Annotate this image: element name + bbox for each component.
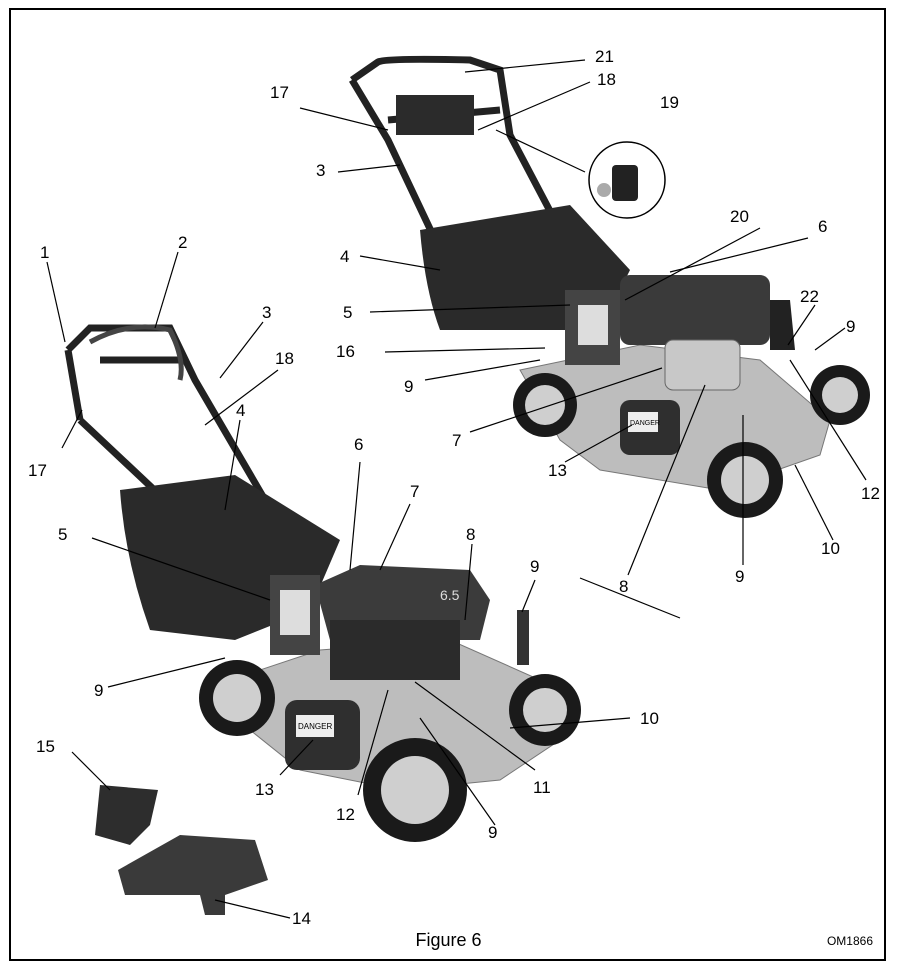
front-mower-engine-block <box>330 620 460 680</box>
rear-mower-engine <box>620 275 770 345</box>
mower-rear-illustration: DANGER <box>352 59 870 518</box>
callout-8: 8 <box>466 525 475 544</box>
callout-9-front-rear-wheel: 9 <box>94 681 103 700</box>
rear-mower-chute <box>770 300 795 350</box>
callout-5: 5 <box>58 525 67 544</box>
callout-17-rear: 17 <box>270 83 289 102</box>
front-mower-instruction-decal <box>280 590 310 635</box>
callout-13: 13 <box>255 780 274 799</box>
front-mower-bail <box>90 327 181 380</box>
callout-13-rear: 13 <box>548 461 567 480</box>
callout-15: 15 <box>36 737 55 756</box>
callout-9: 9 <box>530 557 539 576</box>
callout-22: 22 <box>800 287 819 306</box>
inset-connector <box>496 130 585 172</box>
key-switch-icon <box>612 165 638 201</box>
rear-danger-text: DANGER <box>630 420 660 427</box>
mower-front-illustration: 6.5 DANGER <box>68 327 581 842</box>
mulch-plug-part <box>95 785 158 845</box>
callout-20: 20 <box>730 207 749 226</box>
front-drive-lever <box>517 610 529 665</box>
callout-9-rear-right: 9 <box>846 317 855 336</box>
figure-caption: Figure 6 <box>0 930 897 951</box>
callout-11: 11 <box>533 778 551 797</box>
callout-7: 7 <box>410 482 419 501</box>
callout-16: 16 <box>336 342 355 361</box>
rear-mower-control-box <box>396 95 474 135</box>
callout-10: 10 <box>640 709 659 728</box>
callout-12-rear: 12 <box>861 484 880 503</box>
engine-badge-text: 6.5 <box>440 587 460 603</box>
callout-18-rear: 18 <box>597 70 616 89</box>
callout-3: 3 <box>262 303 271 322</box>
figure-code: OM1866 <box>827 934 873 948</box>
callout-9-rear-left: 9 <box>404 377 413 396</box>
callout-21: 21 <box>595 47 614 66</box>
callout-3-rear: 3 <box>316 161 325 180</box>
callout-18: 18 <box>275 349 294 368</box>
callout-17: 17 <box>28 461 47 480</box>
callout-7-rear: 7 <box>452 431 461 450</box>
callout-10-rear: 10 <box>821 539 840 558</box>
callout-19: 19 <box>660 93 679 112</box>
callout-2: 2 <box>178 233 187 252</box>
callout-9-rear-deck: 9 <box>735 567 744 586</box>
callout-12: 12 <box>336 805 355 824</box>
callout-4-rear: 4 <box>340 247 349 266</box>
key-icon <box>597 183 611 197</box>
callout-8-rear: 8 <box>619 577 628 596</box>
callout-4: 4 <box>236 401 245 420</box>
callout-6-rear: 6 <box>818 217 827 236</box>
callout-1: 1 <box>40 243 49 262</box>
callout-14: 14 <box>292 909 311 928</box>
side-discharge-chute-part <box>118 835 268 915</box>
front-danger-text: DANGER <box>298 722 332 731</box>
rear-mower-instruction-decal <box>578 305 608 345</box>
callout-5-rear: 5 <box>343 303 352 322</box>
callout-9-front-deck: 9 <box>488 823 497 842</box>
rear-mower-muffler <box>665 340 740 390</box>
callout-6: 6 <box>354 435 363 454</box>
